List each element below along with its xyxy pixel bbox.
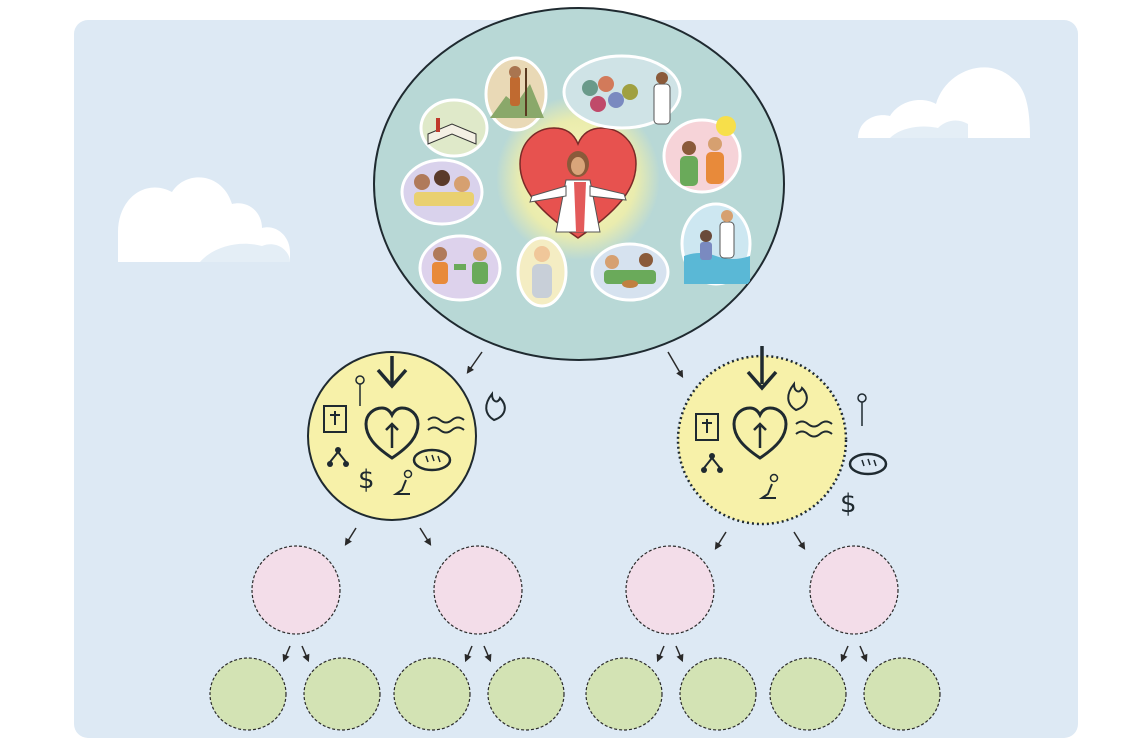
bread-icon [848, 452, 888, 476]
heart-person-icon [732, 406, 788, 460]
arrow-to-pink [793, 531, 806, 550]
multiplying-branch-icon [701, 453, 723, 473]
third-generation-church [863, 657, 941, 731]
third-generation-church [303, 657, 381, 731]
right-church-circle [676, 346, 848, 526]
third-generation-church [679, 657, 757, 731]
praying-man-vignette [516, 236, 568, 308]
kneeling-prayer-icon [758, 473, 779, 499]
jesus-figure [529, 151, 627, 233]
second-generation-church [625, 545, 715, 635]
arrow-to-pink [344, 527, 357, 546]
multiplying-branch-icon [327, 447, 349, 467]
arrow-to-green [301, 645, 310, 663]
arrow-to-green [483, 645, 492, 663]
cloud-right [858, 67, 1030, 138]
baptism-vignette [680, 202, 752, 286]
third-generation-church [487, 657, 565, 731]
second-generation-church [433, 545, 523, 635]
dollar-sign-icon: $ [840, 489, 857, 519]
heart-person-icon [364, 406, 420, 460]
cloud-left [118, 177, 290, 262]
giving-vignette [418, 234, 502, 302]
shepherd-staff-icon [857, 393, 867, 426]
bible-vignette [419, 98, 489, 158]
arrow-to-green [282, 645, 291, 663]
fire-spirit-icon [485, 391, 506, 422]
arrow-to-green [464, 645, 473, 663]
rejoicing-sun-vignette [662, 116, 742, 194]
arrow-to-pink [419, 527, 432, 546]
lords-supper-vignette [590, 242, 670, 302]
bread-icon [412, 448, 452, 472]
fire-spirit-icon [787, 381, 808, 412]
arrow-to-green [840, 645, 849, 663]
crowd-with-jesus-vignette [562, 54, 682, 130]
third-generation-church [393, 657, 471, 731]
scripture-book-icon [323, 405, 347, 433]
second-generation-church [251, 545, 341, 635]
arrow-main-to-right-church [667, 351, 684, 378]
arrow-to-green [859, 645, 868, 663]
third-generation-church [209, 657, 287, 731]
study-group-vignette [400, 158, 484, 226]
arrow-to-pink [714, 531, 727, 550]
arrow-main-to-left-church [466, 351, 483, 374]
water-waves-icon [795, 420, 833, 438]
kneeling-prayer-icon [392, 469, 413, 495]
prophet-mountain-vignette [484, 56, 548, 132]
dollar-sign-icon: $ [358, 465, 375, 495]
second-generation-church [809, 545, 899, 635]
arrow-to-green [656, 645, 665, 663]
third-generation-church [585, 657, 663, 731]
third-generation-church [769, 657, 847, 731]
arrow-to-green [675, 645, 684, 663]
left-church-circle: $ [307, 351, 477, 521]
water-waves-icon [427, 416, 465, 434]
scripture-book-icon [695, 413, 719, 441]
shepherd-staff-icon [355, 375, 365, 406]
